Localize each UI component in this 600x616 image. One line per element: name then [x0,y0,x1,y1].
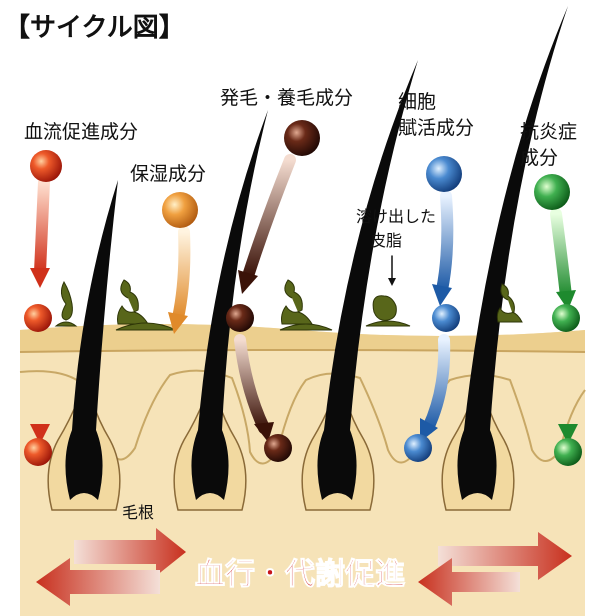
hair-strand [457,6,568,500]
label-cell-activation-1: 細胞 [398,91,436,113]
label-cell-activation-2: 賦活成分 [398,117,474,139]
label-sebum-2: 皮脂 [370,231,402,250]
label-sebum-1: 溶け出した [356,207,436,226]
anti-inflammatory-ball [552,304,580,332]
label-hair-root: 毛根 [122,503,154,522]
cell-activation-ball [426,156,462,192]
blood-flow-ball [24,438,52,466]
diagram-title: 【サイクル図】 [4,13,185,43]
moisture-ball [162,192,198,228]
label-anti-inflammatory-2: 成分 [520,147,558,169]
banner-text: 血行・代謝促進 [195,557,405,592]
anti-inflammatory-ball [554,438,582,466]
label-blood-flow: 血流促進成分 [24,121,138,143]
right-arrow [74,528,186,576]
hair-growth-ball [226,304,254,332]
left-arrow [418,558,520,606]
sebum-drops [54,279,523,331]
hair-strands [65,6,568,500]
label-anti-inflammatory-1: 抗炎症 [520,121,577,143]
hair-growth-ball [264,434,292,462]
cell-activation-ball [404,434,432,462]
hair-strand [65,180,118,500]
right-arrow [438,532,572,580]
left-arrow [36,558,160,606]
label-moisture: 保湿成分 [130,163,206,185]
cell-activation-ball [432,304,460,332]
anti-inflammatory-ball [534,174,570,210]
label-hair-growth: 発毛・養毛成分 [220,87,353,109]
hair-strand [317,60,418,500]
hair-strand [191,110,268,500]
ingredient-balls [24,120,582,466]
flow-arrows [30,154,578,444]
blood-flow-ball [24,304,52,332]
hair-growth-ball [284,120,320,156]
circulation-banner: 血行・代謝促進 [36,528,572,606]
blood-flow-ball [30,150,62,182]
